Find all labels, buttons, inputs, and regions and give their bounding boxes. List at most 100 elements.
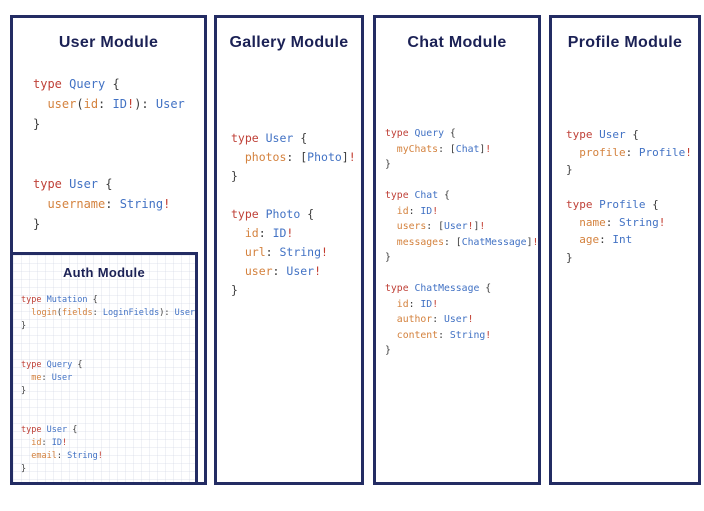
code-token: type	[33, 177, 70, 191]
code-token: user	[231, 264, 273, 278]
code-token: : [	[438, 143, 456, 155]
code-token: ID	[420, 205, 433, 217]
code-token: ID	[272, 226, 287, 240]
code-token: Int	[612, 233, 633, 246]
code-block: type User { profile: Profile!} type Prof…	[552, 126, 698, 266]
code-token: ):	[134, 97, 156, 111]
code-token: !	[61, 438, 68, 448]
code-token: messages	[385, 236, 444, 248]
code-line: }	[231, 167, 361, 186]
code-token: ID	[420, 298, 433, 310]
code-block: type User { photos: [Photo]!} type Photo…	[217, 129, 361, 300]
code-line: }	[385, 343, 538, 359]
code-line: messages: [ChatMessage]!	[385, 235, 539, 251]
code-block: type Query { myChats: [Chat]!} type Chat…	[376, 126, 538, 359]
code-line: me: User	[21, 372, 195, 385]
code-line	[385, 266, 538, 282]
gallery-module-panel: Gallery Module type User { photos: [Phot…	[214, 15, 364, 485]
code-token: : [	[426, 221, 444, 232]
code-token: id	[231, 226, 259, 240]
panel-title: Gallery Module	[229, 34, 349, 51]
code-token: :	[41, 438, 52, 448]
code-line: content: String!	[385, 328, 538, 344]
code-token: :	[599, 233, 613, 246]
code-token: type	[231, 131, 266, 145]
code-line: name: String!	[566, 214, 698, 232]
code-token: author	[385, 314, 433, 325]
code-token: {	[72, 425, 78, 435]
code-line: }	[385, 157, 538, 173]
code-token: content	[385, 329, 439, 341]
code-line: }	[21, 463, 195, 476]
code-token: ID	[51, 438, 62, 448]
code-line	[566, 179, 698, 197]
code-line: type Chat {	[385, 188, 538, 204]
code-line: url: String!	[231, 243, 361, 262]
code-line: }	[21, 385, 195, 398]
code-token: !	[432, 298, 439, 310]
code-token: user	[33, 97, 77, 111]
code-token: Photo	[307, 150, 342, 164]
code-line: }	[385, 250, 538, 266]
code-token: Photo	[265, 207, 308, 221]
code-line: id: ID!	[385, 204, 538, 220]
code-token: {	[449, 128, 456, 139]
code-token: !	[479, 221, 486, 232]
code-token: }	[566, 250, 573, 264]
code-token: String	[119, 197, 164, 211]
code-line: type User {	[33, 174, 204, 194]
code-line: }	[33, 114, 204, 134]
panel-title: Auth Module	[62, 265, 145, 280]
code-line: type Profile {	[566, 196, 698, 214]
code-token: }	[21, 464, 27, 474]
code-token: fields	[61, 308, 93, 318]
code-token: User	[265, 131, 301, 145]
code-token: Query	[69, 77, 113, 91]
code-line: email: String!	[21, 450, 195, 463]
code-line: type Query {	[385, 126, 538, 142]
code-line	[21, 398, 195, 411]
code-token: User	[444, 221, 468, 232]
code-token: photos	[231, 150, 287, 164]
code-token: {	[444, 190, 450, 201]
code-token: {	[105, 177, 113, 191]
code-token: Query	[414, 128, 450, 139]
code-token: }	[231, 169, 238, 183]
code-token: myChats	[385, 143, 439, 155]
code-token: }	[385, 345, 391, 356]
code-token: type	[21, 295, 47, 305]
code-line: username: String!	[33, 194, 204, 214]
code-token: !	[485, 329, 492, 341]
code-token: String	[449, 329, 486, 341]
code-token: User	[599, 128, 633, 141]
code-line: }	[566, 161, 698, 179]
code-token: !	[348, 150, 356, 164]
code-token: !	[97, 451, 103, 461]
code-block: type Mutation { login(fields: LoginField…	[13, 294, 195, 476]
code-token: }	[385, 159, 391, 170]
code-line: user: User!	[231, 262, 361, 281]
code-token: String	[67, 451, 98, 461]
code-line	[231, 186, 361, 205]
code-token: type	[33, 77, 70, 91]
code-token: age	[566, 233, 600, 246]
code-token: {	[300, 131, 308, 145]
code-line: }	[21, 320, 195, 333]
code-line: id: ID!	[231, 224, 361, 243]
code-token: type	[231, 207, 266, 221]
code-line: type Photo {	[231, 205, 361, 224]
code-token: ]	[479, 143, 486, 155]
code-token: (	[76, 97, 84, 111]
code-line: login(fields: LoginFields): User	[21, 307, 195, 320]
code-token: :	[605, 215, 619, 229]
code-token: :	[56, 451, 68, 461]
code-line: type ChatMessage {	[385, 281, 538, 297]
code-token: id	[385, 298, 409, 310]
code-token: !	[467, 314, 474, 325]
code-token: id	[21, 438, 42, 448]
code-token: type	[385, 128, 415, 139]
code-token: }	[33, 217, 41, 231]
code-token: type	[385, 283, 415, 294]
code-token: ):	[159, 308, 175, 318]
